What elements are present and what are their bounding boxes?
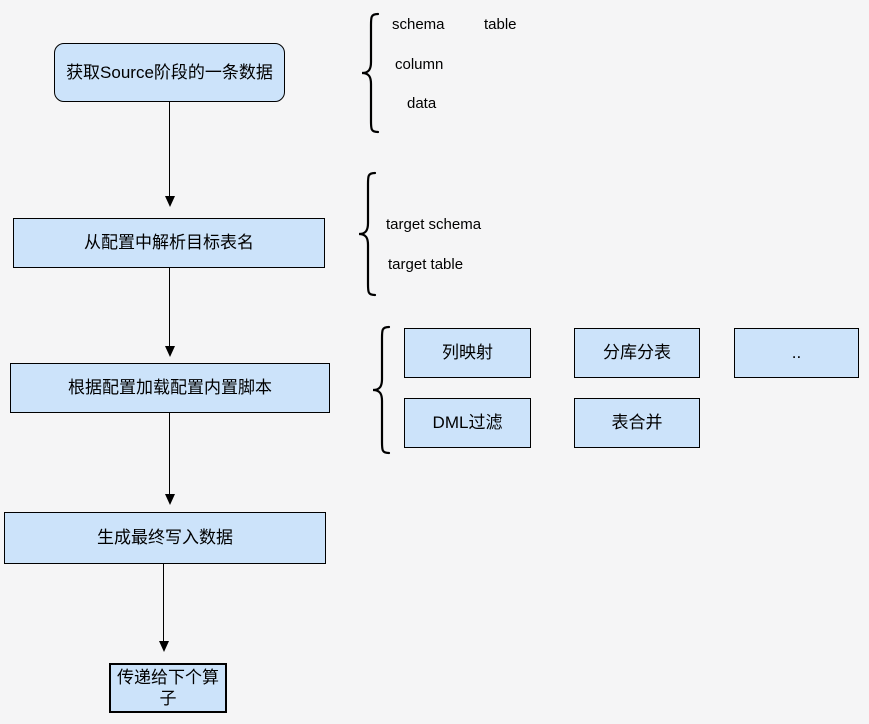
flow-step-label: 生成最终写入数据 <box>97 528 233 548</box>
annotation-target-schema: target schema <box>386 216 482 233</box>
script-box-label: DML过滤 <box>432 413 503 433</box>
script-box-more: .. <box>734 328 859 378</box>
arrow-line <box>168 102 171 196</box>
flow-step-label: 从配置中解析目标表名 <box>84 233 254 253</box>
arrow-head-icon <box>164 494 175 505</box>
annotation-table: table <box>484 16 517 33</box>
script-box-table-merge: 表合并 <box>574 398 700 448</box>
flow-arrow-3 <box>164 413 175 505</box>
script-box-sharding: 分库分表 <box>574 328 700 378</box>
curly-brace-source-fields-icon <box>357 12 381 139</box>
script-box-label: 分库分表 <box>603 343 671 363</box>
script-box-label: 表合并 <box>611 413 663 433</box>
arrow-line <box>162 564 165 641</box>
flow-step-label: 根据配置加载配置内置脚本 <box>68 378 272 398</box>
arrow-head-icon <box>164 346 175 357</box>
arrow-line <box>168 413 171 494</box>
flow-arrow-1 <box>164 102 175 207</box>
script-box-dml-filter: DML过滤 <box>404 398 531 448</box>
flow-step-label: 传递给下个算子 <box>117 667 219 708</box>
annotation-column: column <box>395 56 444 73</box>
flow-arrow-4 <box>158 564 169 652</box>
annotation-target-table: target table <box>388 256 464 273</box>
arrow-head-icon <box>158 641 169 652</box>
arrow-line <box>168 268 171 346</box>
flow-arrow-2 <box>164 268 175 357</box>
annotation-data: data <box>407 95 437 112</box>
flow-step-load-builtin-scripts: 根据配置加载配置内置脚本 <box>10 363 330 413</box>
flow-step-pass-to-next-operator: 传递给下个算子 <box>109 663 227 713</box>
curly-brace-builtin-scripts-icon <box>368 325 392 460</box>
flow-step-generate-write-data: 生成最终写入数据 <box>4 512 326 564</box>
flow-step-label: 获取Source阶段的一条数据 <box>66 62 273 82</box>
annotation-schema: schema <box>392 16 445 33</box>
script-box-label: .. <box>791 343 802 363</box>
script-box-label: 列映射 <box>442 343 493 363</box>
flow-step-parse-target-table: 从配置中解析目标表名 <box>13 218 325 268</box>
arrow-head-icon <box>164 196 175 207</box>
curly-brace-target-fields-icon <box>354 171 378 302</box>
flow-step-get-source-record: 获取Source阶段的一条数据 <box>54 43 285 102</box>
script-box-column-mapping: 列映射 <box>404 328 531 378</box>
